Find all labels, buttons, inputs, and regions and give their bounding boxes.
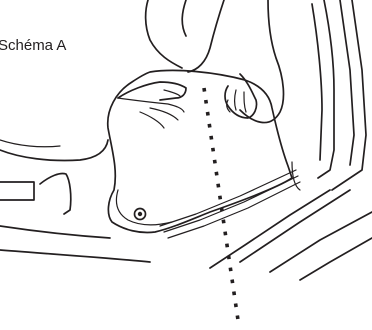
floor-mat	[108, 70, 300, 238]
door-frame	[210, 0, 372, 280]
left-panel	[0, 140, 150, 262]
left-hand	[118, 82, 186, 128]
